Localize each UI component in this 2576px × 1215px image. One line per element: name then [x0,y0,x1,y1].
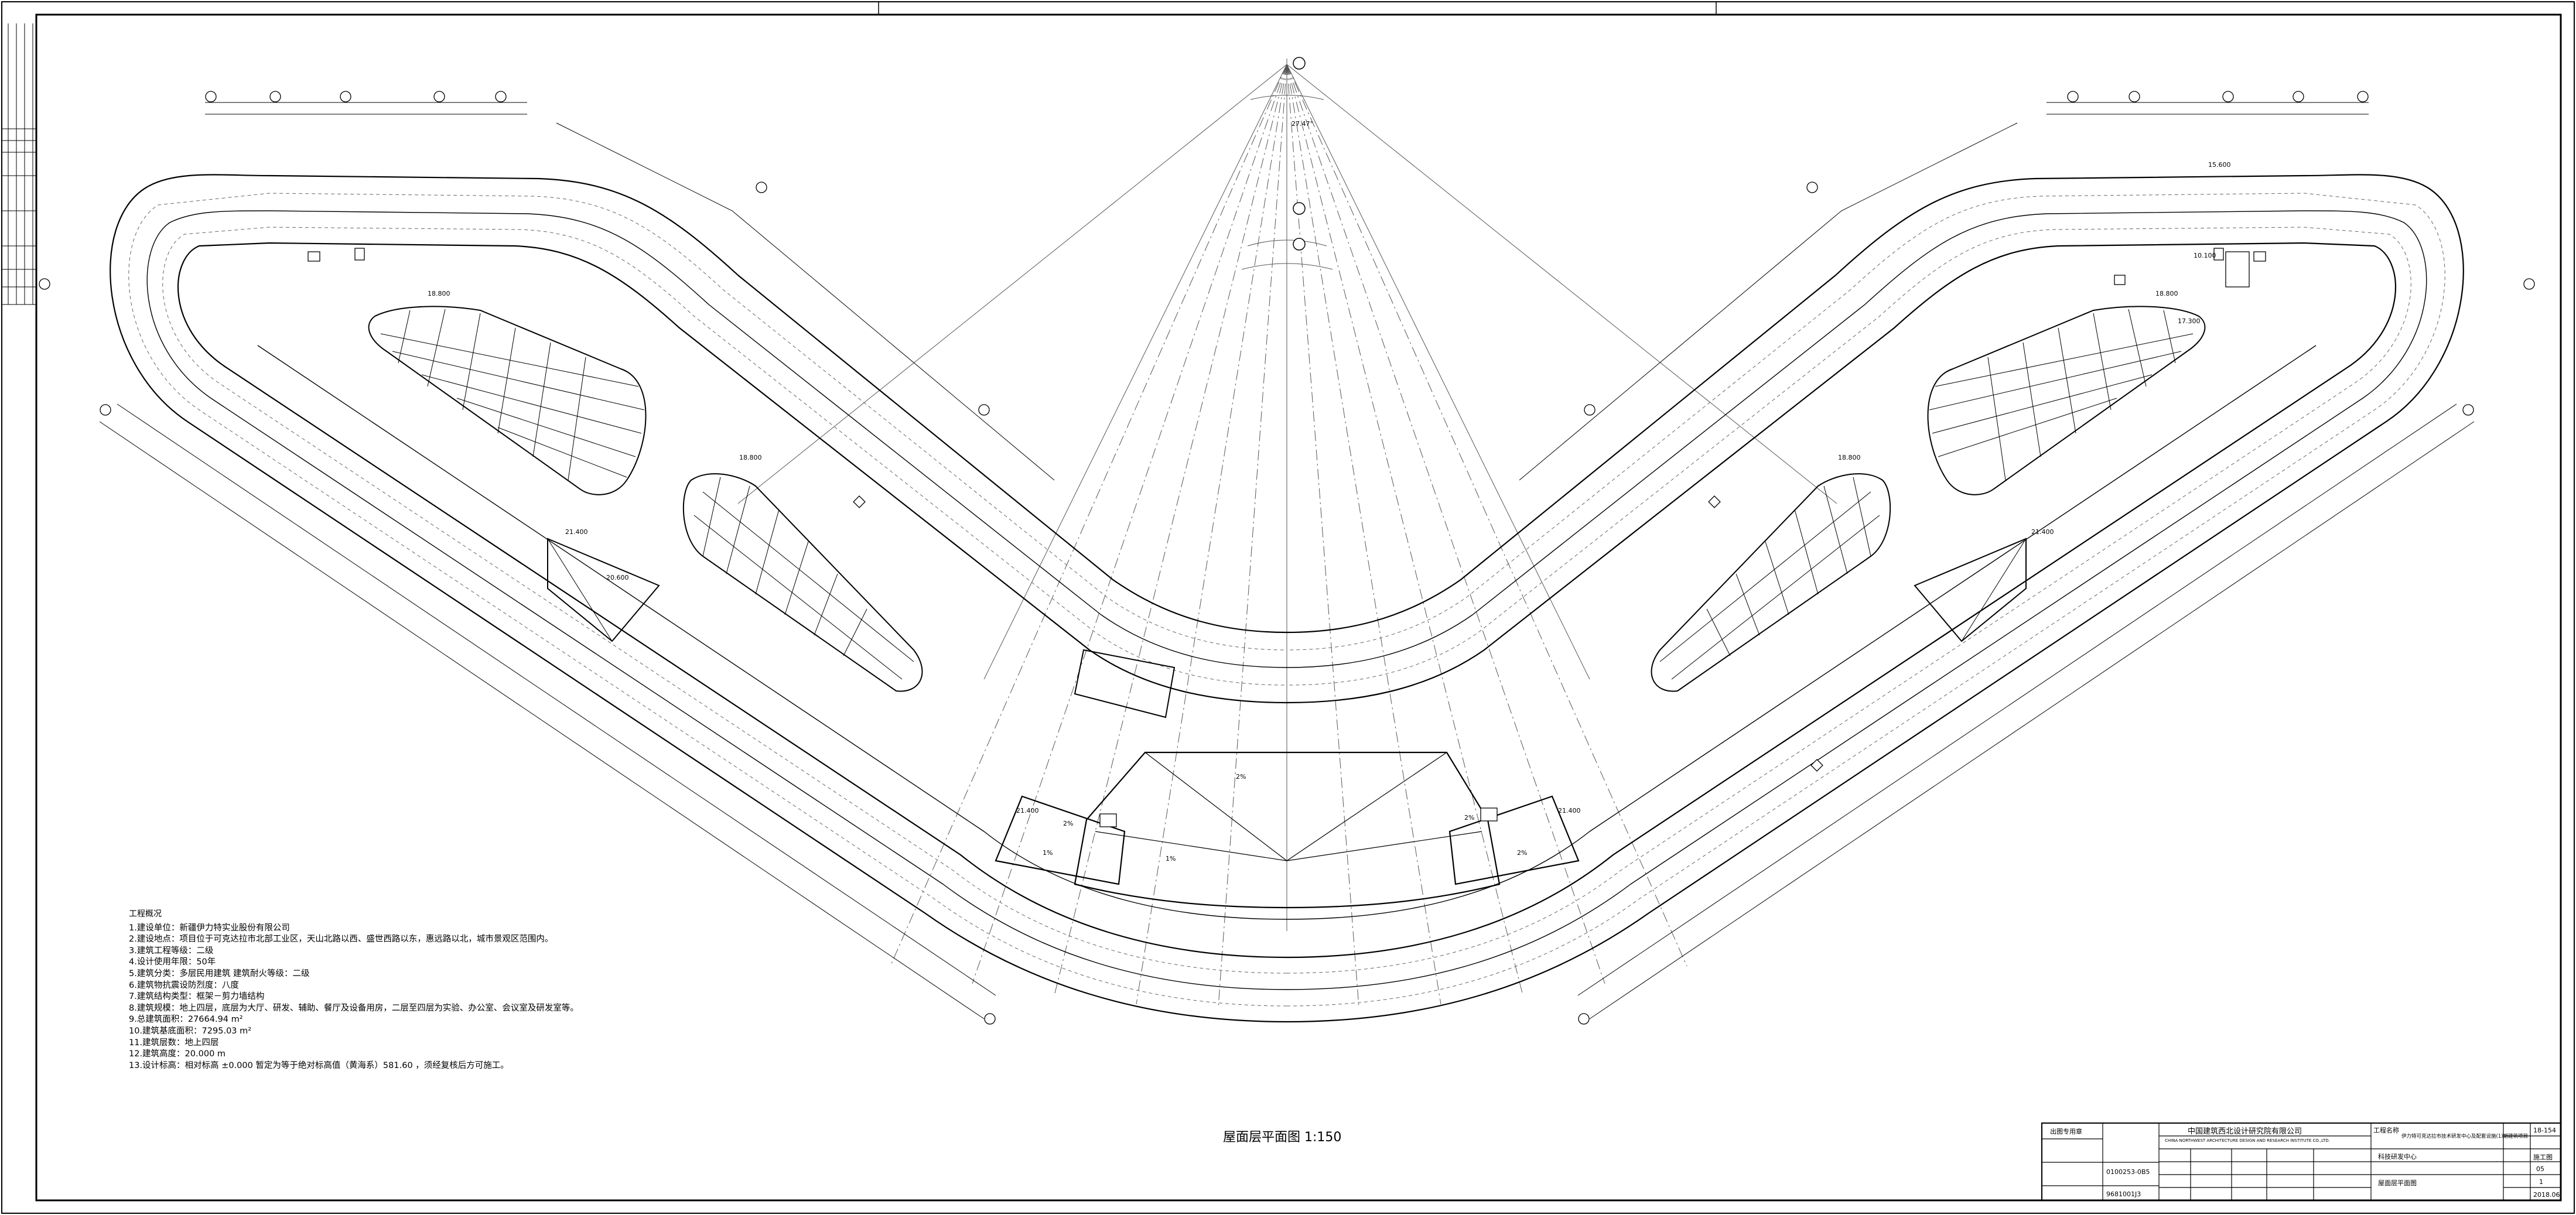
version-number: 1 [2539,1178,2543,1186]
company-name-en: CHINA NORTHWEST ARCHITECTURE DESIGN AND … [2165,1138,2330,1143]
radial-axis-lines [737,59,1837,1008]
slope-labels: 2% 1% 2% 1% 2% 2% [1043,773,1527,863]
elevation-label: 15.600 [2208,161,2231,169]
elevation-label: 18.800 [2155,290,2178,297]
sheet-number: 05 [2536,1165,2544,1173]
elevation-label: 10.100 [2194,252,2216,259]
note-item: 3.建筑工程等级：二级 [129,946,214,956]
slope-label: 2% [1063,820,1073,827]
sheet-name: 屋面层平面图 [2378,1179,2417,1187]
project-label: 工程名称 [2373,1127,2399,1134]
note-item: 11.建筑层数：地上四层 [129,1038,219,1048]
slope-label: 2% [1236,773,1246,781]
note-item: 1.建设单位：新疆伊力特实业股份有限公司 [129,923,290,933]
roof-outline-right [1286,174,2464,1023]
note-item: 6.建筑物抗震设防烈度：八度 [129,980,239,990]
skylight-left-1 [368,306,647,495]
slope-label: 1% [1166,855,1176,863]
issue-date: 2018.06 [2533,1191,2560,1199]
elevation-label: 17.300 [2178,317,2201,325]
elevation-label: 18.800 [428,290,450,297]
elevation-label: 21.400 [565,528,588,536]
elevation-label: 18.800 [1838,454,1861,461]
note-item: 10.建筑基底面积：7295.03 m² [129,1026,252,1036]
elevation-label: 21.400 [1558,807,1581,814]
roof-outline-left [110,174,1287,1023]
note-item: 4.设计使用年限：50年 [129,957,216,967]
slope-label: 1% [1043,849,1053,857]
axis-bubbles [1293,57,1306,251]
roof-diamonds [547,538,2027,718]
skylight-left-2 [682,473,923,692]
general-notes: 工程概况 1.建设单位：新疆伊力特实业股份有限公司 2.建设地点：项目位于可克达… [129,909,656,1072]
cert-number-2: 9681001J3 [2106,1190,2141,1198]
note-item: 2.建设地点：项目位于可克达拉市北部工业区，天山北路以西、盛世西路以东，惠远路以… [129,935,554,944]
skylight-right [1651,306,2206,692]
notes-title: 工程概况 [129,909,162,919]
elevation-labels: 21.400 21.400 21.400 21.400 20.600 18.80… [428,161,2231,814]
note-item: 9.总建筑面积：27664.94 m² [129,1015,243,1025]
note-item: 12.建筑高度：20.000 m [129,1049,226,1059]
project-name: 伊力特可克达拉市技术研发中心及配套设施(1)期建筑项目 [2401,1134,2529,1139]
elevation-label: 21.400 [2031,528,2054,536]
roof-parapet-dashed-left [128,193,1287,1007]
cert-number-1: 0100253-0B5 [2106,1168,2150,1176]
sub-project-name: 科技研发中心 [2378,1153,2417,1161]
grid-bubbles [39,91,2535,1025]
roof-parapet-dashed-right [1286,193,2445,1007]
vents [308,248,2266,827]
project-number: 18-154 [2533,1127,2556,1134]
elevation-label: 21.400 [1016,807,1039,814]
dimension-lines [99,102,2475,1019]
slope-label: 2% [1517,849,1527,857]
elevation-label: 18.800 [739,454,762,461]
design-stage: 施工图 [2533,1154,2553,1161]
drawing-title: 屋面层平面图 1:150 [1223,1130,1342,1145]
note-item: 7.建筑结构类型：框架－剪力墙结构 [129,992,265,1002]
company-name: 中国建筑西北设计研究院有限公司 [2188,1127,2302,1136]
elevation-label: 20.600 [606,574,629,581]
note-item: 5.建筑分类：多层民用建筑 建筑耐火等级：二级 [129,968,310,978]
note-item: 8.建筑规模：地上四层，底层为大厅、研发、辅助、餐厅及设备用房，二层至四层为实验… [129,1003,579,1013]
slope-label: 2% [1464,814,1474,822]
angle-label: 27.47° [1292,120,1313,128]
note-item: 13.设计标高：相对标高 ±0.000 暂定为等于绝对标高值（黄海系）581.6… [129,1060,509,1070]
title-block-frame [2041,1122,2561,1201]
stamp-header: 出图专用章 [2050,1128,2082,1135]
